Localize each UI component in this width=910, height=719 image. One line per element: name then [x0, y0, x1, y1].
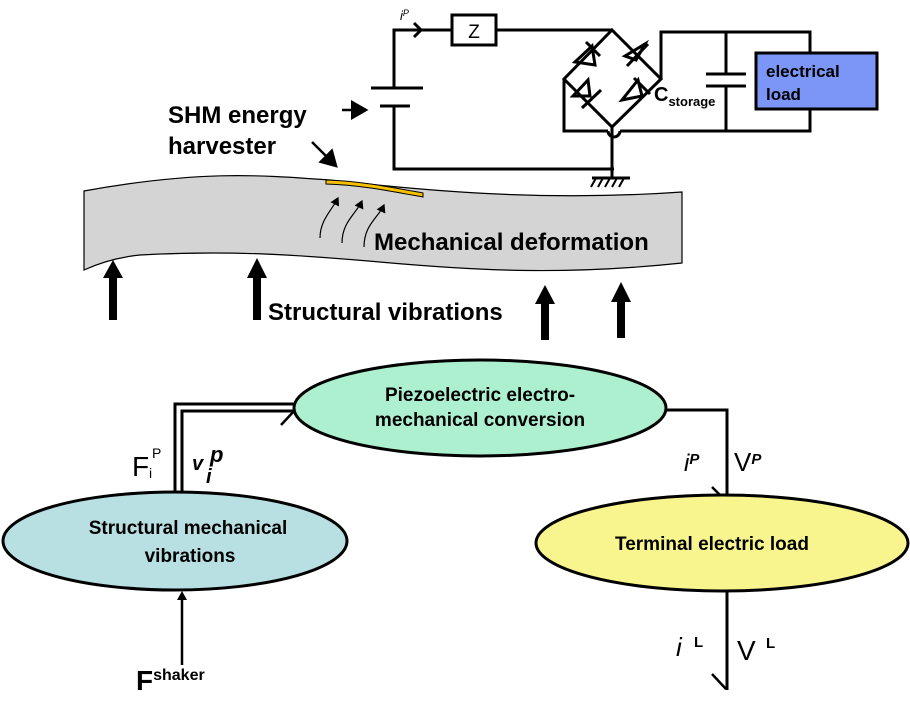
deformation-arrow-icon — [363, 203, 386, 248]
harvester-label-2: harvester — [168, 133, 276, 160]
vibration-arrow-icon — [535, 285, 555, 340]
vibration-arrow-icon — [247, 258, 267, 320]
wire-bridge-left — [562, 79, 608, 133]
harvester-pointer-arrow-icon — [311, 141, 338, 168]
wire-top-rail — [659, 30, 812, 79]
force-sup: P — [152, 445, 161, 461]
electrical-load-label-1: electrical — [766, 62, 840, 81]
piezo-label-2: mechanical conversion — [375, 410, 585, 431]
force-label: F — [132, 451, 149, 482]
structural-vibrations-node — [1, 490, 349, 592]
wire-top-left — [392, 28, 454, 88]
shaker-arrow-icon — [177, 591, 187, 600]
diode-bridge — [561, 27, 664, 130]
structural-label-1: Structural mechanical — [89, 518, 288, 539]
current-arrow-icon — [412, 21, 424, 39]
vibration-arrow-icon — [103, 260, 123, 320]
harvester-strip — [325, 179, 424, 198]
piezo-label-1: Piezoelectric electro- — [385, 385, 575, 406]
diode-icon — [618, 76, 652, 103]
connector-arrow-icon — [711, 673, 727, 690]
wire-bottom — [392, 106, 614, 171]
velocity-sub: i — [206, 466, 212, 488]
beam-body — [83, 175, 683, 272]
velocity-sup: p — [209, 442, 223, 467]
vibrations-label: Structural vibrations — [268, 299, 503, 326]
impedance-label: Z — [468, 22, 480, 43]
il-label: i — [676, 632, 683, 662]
structural-label-2: vibrations — [145, 546, 236, 567]
vl-sup: L — [766, 635, 775, 652]
deformation-arrow-icon — [341, 199, 364, 244]
diode-icon — [621, 39, 650, 68]
deformation-arrow-icon — [319, 196, 340, 239]
velocity-label: v — [192, 453, 205, 475]
piezo-conversion-node — [292, 358, 668, 458]
wire-crossover — [606, 130, 622, 139]
electrical-load-label-2: load — [766, 85, 801, 104]
force-sub: i — [149, 465, 152, 481]
electrical-load-box — [754, 51, 879, 111]
diode-icon — [569, 76, 603, 110]
velocity-connector-inner — [180, 409, 293, 492]
terminal-label: Terminal electric load — [615, 534, 809, 555]
beam: Mechanical deformation Structural vibrat… — [83, 175, 683, 340]
terminal-load-node — [534, 493, 910, 593]
flow-diagram: Piezoelectric electro- mechanical conver… — [1, 358, 910, 696]
circuit: iP Z — [168, 8, 879, 188]
harvester-label-1: SHM energy — [168, 102, 307, 129]
deformation-label: Mechanical deformation — [374, 229, 649, 256]
ground-icon — [590, 176, 630, 188]
electric-connector — [666, 408, 729, 500]
il-sup: L — [694, 634, 703, 651]
vp-label: VP — [734, 447, 762, 477]
wire-load-bottom — [780, 108, 812, 133]
vl-label: V — [737, 635, 756, 666]
ip-label: iP — [684, 450, 700, 477]
current-label-ip: iP — [400, 8, 409, 23]
connector-arrow-icon — [280, 409, 296, 426]
vibration-arrow-icon — [611, 282, 631, 338]
capacitor-label: Cstorage — [654, 84, 715, 109]
diode-icon — [571, 40, 602, 67]
shaker-label: Fshaker — [136, 665, 205, 696]
force-connector-outer — [173, 402, 296, 492]
